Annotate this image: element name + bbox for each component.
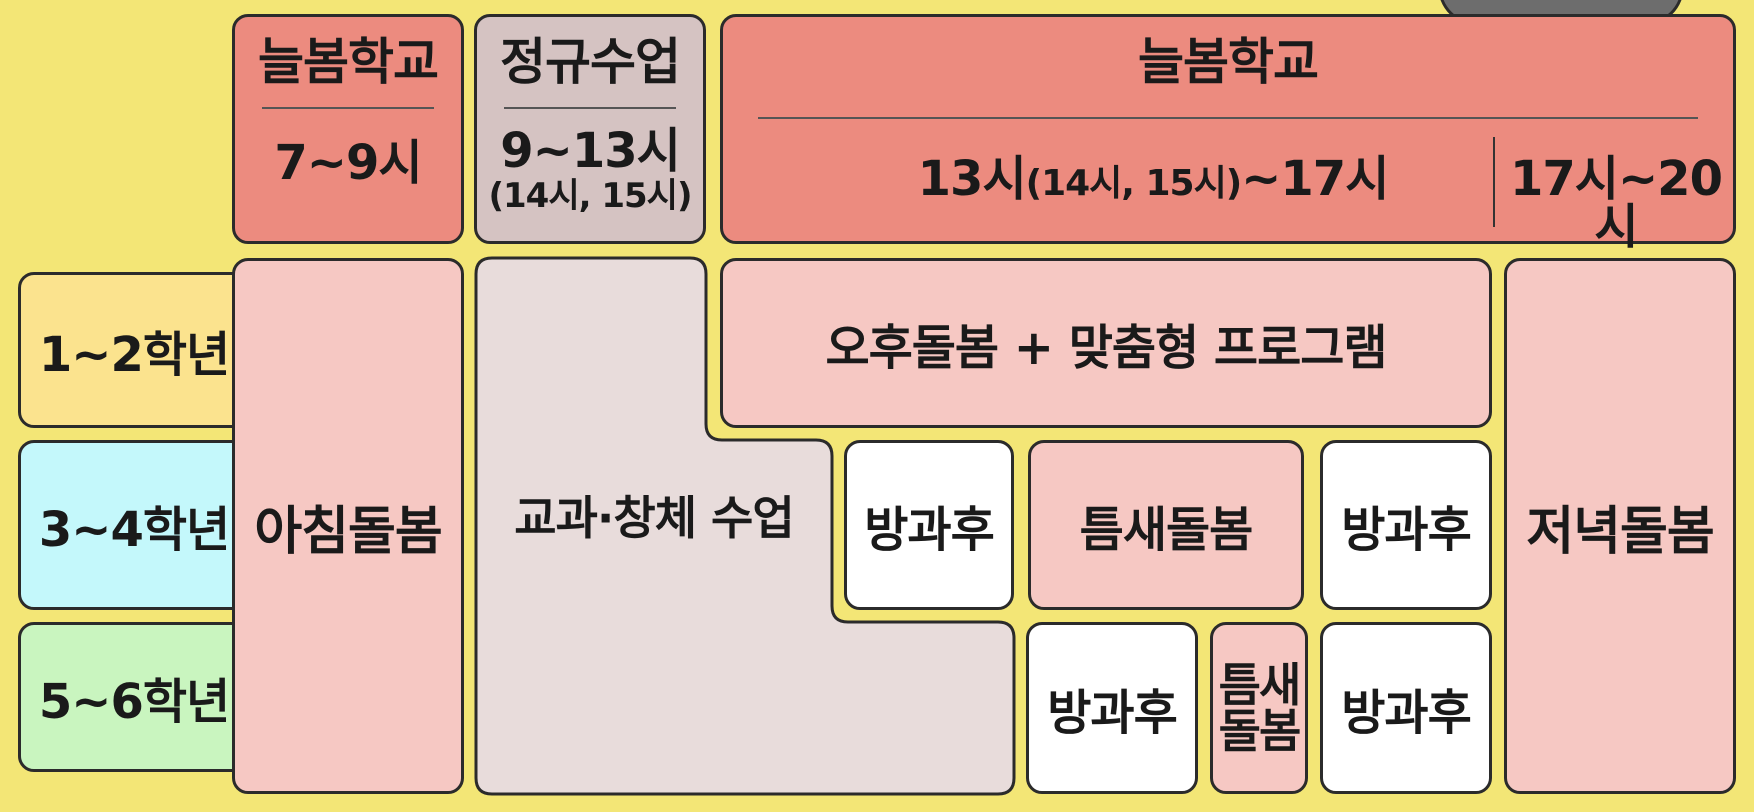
class-block-label: 교과·창체 수업	[514, 491, 794, 545]
gap-care-line-2: 돌봄	[1218, 704, 1302, 758]
afternoon-care-program-block: 오후돌봄 + 맞춤형 프로그램	[720, 258, 1492, 428]
header-afternoon-title: 늘봄학교	[1138, 33, 1319, 91]
grade-label-3-4: 3~4학년	[18, 440, 250, 610]
header-afternoon: 늘봄학교 13시(14시, 15시)~17시 17시~20시	[720, 14, 1736, 251]
header-regular-time: 9~13시	[500, 123, 681, 179]
header-divider	[262, 107, 434, 109]
header-evening-time: 17시~20시	[1510, 151, 1723, 255]
grade-label-1-2: 1~2학년	[18, 272, 250, 428]
header-morning: 늘봄학교 7~9시	[232, 14, 464, 244]
grade-label-5-6: 5~6학년	[18, 622, 250, 772]
header-afternoon-time-start: 13시	[917, 151, 1027, 207]
header-regular-time-sub: (14시, 15시)	[488, 176, 692, 216]
header-divider	[758, 117, 1698, 119]
header-afternoon-time-end: ~17시	[1241, 151, 1389, 207]
afterschool-block-3-4-early: 방과후	[844, 440, 1014, 610]
gap-care-block-5-6: 틈새 돌봄	[1210, 622, 1308, 794]
header-regular-title: 정규수업	[500, 33, 681, 91]
header-divider	[504, 107, 676, 109]
morning-care-block: 아침돌봄	[232, 258, 464, 794]
afterschool-block-3-4-late: 방과후	[1320, 440, 1492, 610]
header-time-separator	[1493, 137, 1495, 227]
gap-care-line-1: 틈새	[1218, 658, 1302, 712]
header-afternoon-time-alt: (14시, 15시)	[1025, 163, 1243, 204]
header-regular: 정규수업 9~13시 (14시, 15시)	[474, 14, 706, 244]
afterschool-block-5-6-late: 방과후	[1320, 622, 1492, 794]
header-afternoon-time: 13시(14시, 15시)~17시	[873, 155, 1433, 203]
afterschool-block-5-6-early: 방과후	[1026, 622, 1198, 794]
header-morning-time: 7~9시	[274, 135, 422, 191]
gap-care-block-3-4: 틈새돌봄	[1028, 440, 1304, 610]
evening-care-block: 저녁돌봄	[1504, 258, 1736, 794]
header-morning-title: 늘봄학교	[258, 33, 439, 91]
